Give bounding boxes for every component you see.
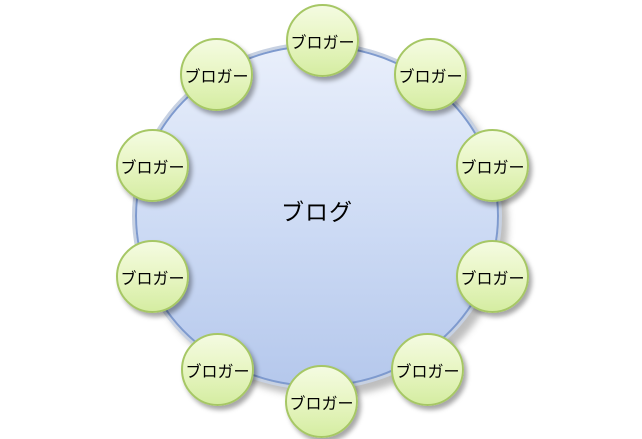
- cycle-node-top-left: ブロガー: [180, 38, 253, 111]
- node-label: ブロガー: [460, 159, 525, 177]
- cycle-node-left-upper: ブロガー: [116, 129, 189, 202]
- cycle-node-top-right: ブロガー: [394, 38, 467, 111]
- node-label: ブロガー: [289, 395, 354, 413]
- cycle-node-bottom-left: ブロガー: [181, 333, 254, 406]
- central-circle-label: ブログ: [281, 199, 353, 225]
- cycle-node-right-upper: ブロガー: [456, 129, 529, 202]
- node-label: ブロガー: [184, 68, 249, 86]
- node-label: ブロガー: [398, 68, 463, 86]
- cycle-node-top: ブロガー: [286, 4, 359, 77]
- node-label: ブロガー: [460, 270, 525, 288]
- node-label: ブロガー: [120, 270, 185, 288]
- cycle-node-left-lower: ブロガー: [116, 240, 189, 313]
- node-label: ブロガー: [185, 363, 250, 381]
- cycle-node-right-lower: ブロガー: [456, 240, 529, 313]
- node-label: ブロガー: [290, 34, 355, 52]
- node-label: ブロガー: [120, 159, 185, 177]
- cycle-node-bottom: ブロガー: [285, 365, 358, 438]
- cycle-node-bottom-right: ブロガー: [391, 333, 464, 406]
- node-label: ブロガー: [395, 363, 460, 381]
